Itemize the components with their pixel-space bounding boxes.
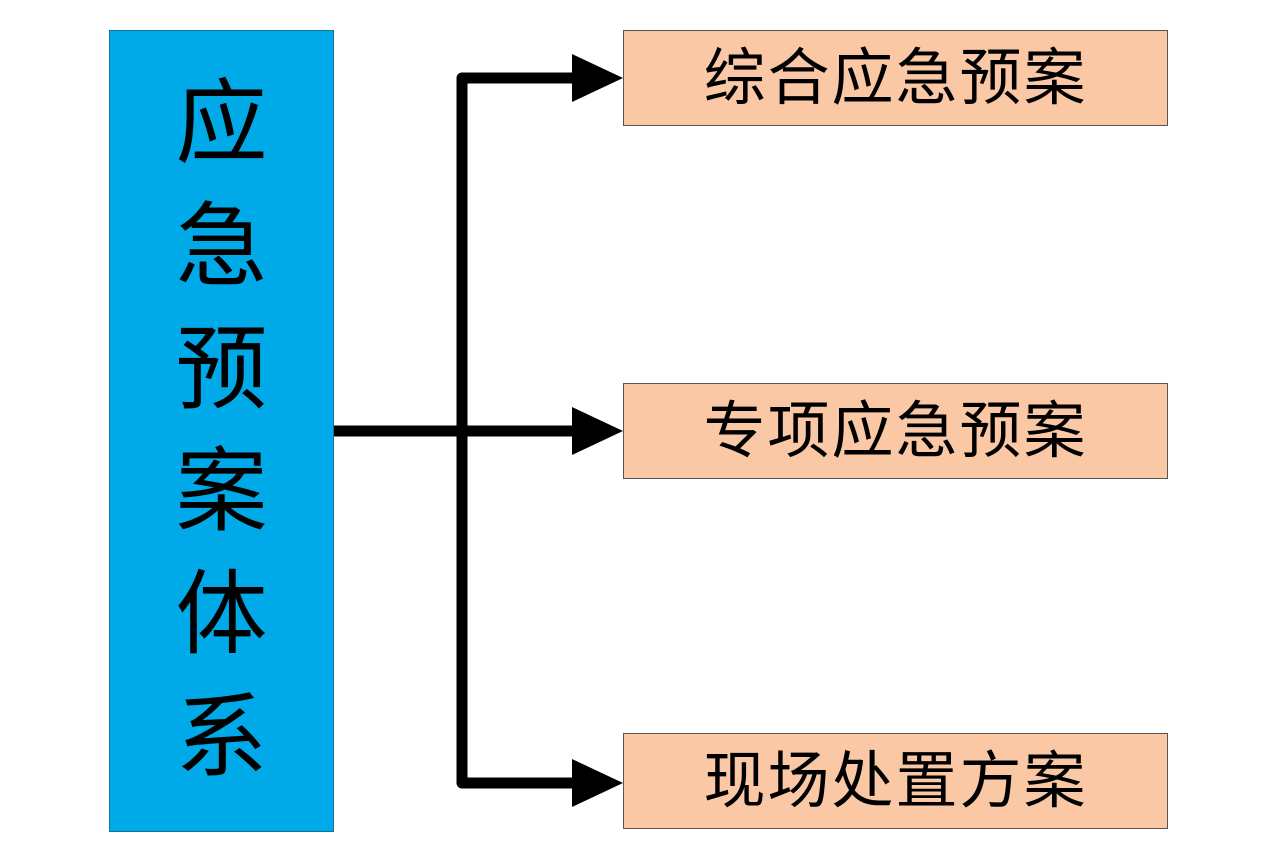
root-char: 预 <box>175 315 268 423</box>
child-node-onsite-plan: 现场处置方案 <box>623 733 1168 829</box>
root-char: 体 <box>175 561 268 669</box>
root-char: 急 <box>175 192 268 300</box>
root-char: 案 <box>175 438 268 546</box>
root-char: 系 <box>175 684 268 792</box>
child-node-special-plan: 专项应急预案 <box>623 383 1168 479</box>
root-node-emergency-plan-system: 应 急 预 案 体 系 <box>109 30 334 832</box>
child-node-comprehensive-plan: 综合应急预案 <box>623 30 1168 126</box>
arrowhead-to-child-0 <box>572 54 623 102</box>
root-char: 应 <box>175 69 268 177</box>
arrowhead-to-child-2 <box>572 759 623 807</box>
arrowhead-to-child-1 <box>572 407 623 455</box>
